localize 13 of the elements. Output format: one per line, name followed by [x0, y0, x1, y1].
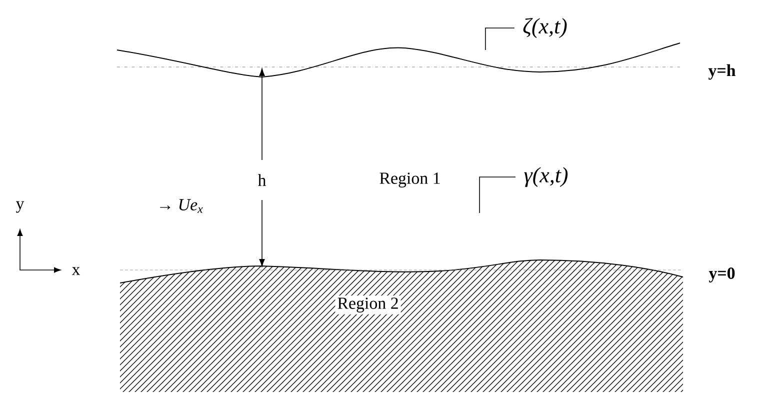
surface-label: ζ(x,t) [523, 18, 567, 38]
level-label: y=0 [708, 268, 735, 282]
hatched-region: Region 2 [120, 260, 684, 392]
level-label: y=h [708, 64, 736, 80]
leader-line [485, 28, 515, 50]
leader-line [479, 176, 516, 214]
axis-label: y [16, 201, 24, 213]
surface-label: γ(x,t) [524, 167, 568, 187]
region-label: Region 1 [380, 172, 440, 188]
node-label: Region 2 [338, 298, 398, 312]
axis-label: x [72, 267, 80, 275]
velocity-label: → Ue$_{x}$ [160, 199, 203, 213]
dimension-label: h [258, 174, 266, 186]
